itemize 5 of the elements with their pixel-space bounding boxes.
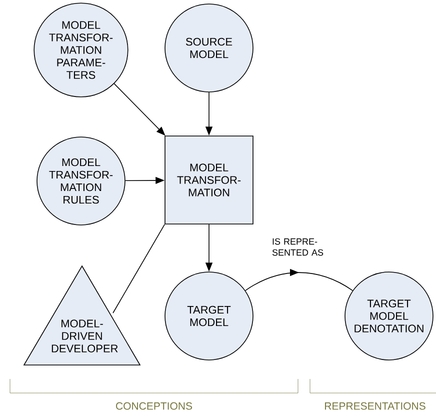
edge-label: IS REPRE- SENTED AS <box>272 238 324 256</box>
section-label: CONCEPTIONS <box>116 402 192 410</box>
arrow <box>244 268 354 291</box>
section-label: REPRESENTATIONS <box>325 402 426 410</box>
process-box: MODEL TRANSFOR- MATION <box>164 136 254 224</box>
